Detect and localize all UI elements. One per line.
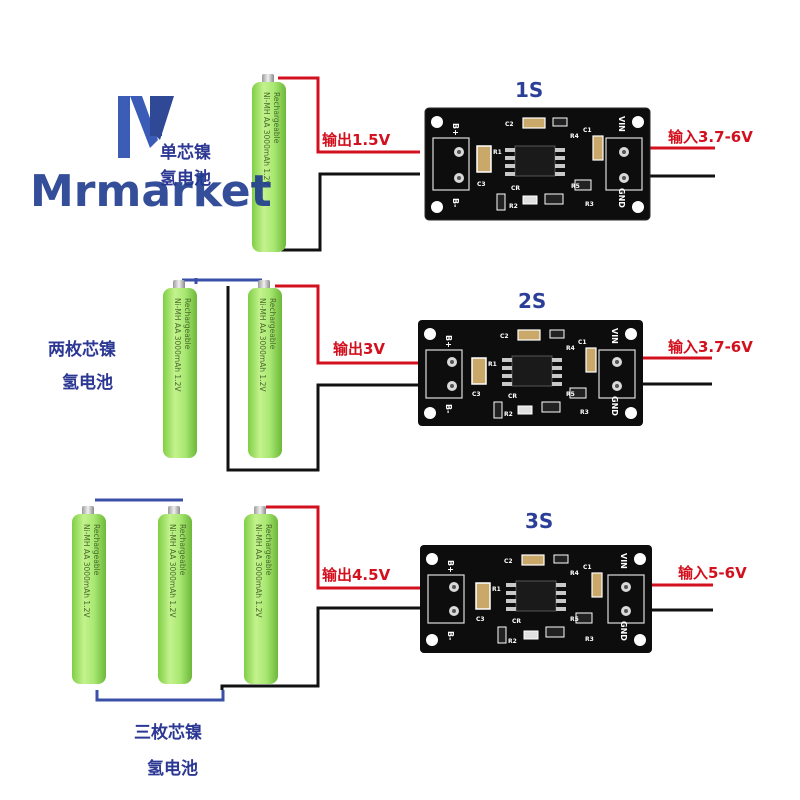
battery-label-line1: Ni-MH AA 3000mAh 1.2V bbox=[254, 524, 263, 618]
pcb-label-gnd: GND bbox=[619, 621, 628, 641]
section-2s: Ni-MH AA 3000mAh 1.2V Rechargeable Ni-MH… bbox=[48, 278, 753, 472]
pcb-board: B+ B- VIN GND C2 R4 C1 R1 C3 CR R3 R5 R2 bbox=[418, 320, 643, 426]
battery: Ni-MH AA 3000mAh 1.2V Rechargeable bbox=[244, 506, 278, 684]
battery-label-line1: Ni-MH AA 3000mAh 1.2V bbox=[173, 298, 182, 392]
logo-mark bbox=[118, 96, 174, 158]
pcb-label-b-plus: B+ bbox=[446, 560, 455, 573]
battery-caption-line1: 三枚芯镍 bbox=[134, 722, 202, 743]
battery-label-line1: Ni-MH AA 3000mAh 1.2V bbox=[82, 524, 91, 618]
battery: Ni-MH AA 3000mAh 1.2V Rechargeable bbox=[252, 74, 286, 252]
pcb-ref: C2 bbox=[505, 121, 514, 128]
pcb-ref: R4 bbox=[566, 345, 575, 352]
section-title: 1S bbox=[515, 78, 543, 102]
watermark-text: Mrmarket bbox=[30, 166, 272, 217]
pcb-ref: R5 bbox=[571, 183, 580, 190]
battery-label-line2: Rechargeable bbox=[268, 298, 277, 350]
battery-label-line2: Rechargeable bbox=[178, 524, 187, 576]
pcb-ref: C2 bbox=[500, 333, 509, 340]
pcb-board: B+ B- VIN GND C2 R4 C1 R1 C3 CR R3 R5 R2 bbox=[424, 107, 651, 221]
pcb-ref: R5 bbox=[566, 391, 575, 398]
pcb-ref: R2 bbox=[509, 203, 518, 210]
battery: Ni-MH AA 3000mAh 1.2V Rechargeable bbox=[72, 506, 106, 684]
blue-link-wire-bottom bbox=[95, 690, 225, 702]
battery: Ni-MH AA 3000mAh 1.2V Rechargeable bbox=[248, 280, 282, 458]
pcb-ref: CR bbox=[512, 618, 521, 625]
section-title: 3S bbox=[525, 509, 553, 533]
output-label: 输出3V bbox=[333, 340, 385, 358]
watermark-logo: Mrmarket bbox=[30, 96, 272, 217]
section-1s: Ni-MH AA 3000mAh 1.2V Rechargeable 1S 输出… bbox=[160, 74, 753, 252]
battery-label-line2: Rechargeable bbox=[183, 298, 192, 350]
battery-label-line1: Ni-MH AA 3000mAh 1.2V bbox=[168, 524, 177, 618]
pcb-ref: C1 bbox=[583, 127, 592, 134]
output-label: 输出4.5V bbox=[322, 566, 391, 584]
output-label: 输出1.5V bbox=[322, 131, 391, 149]
battery-caption-line1: 单芯镍 bbox=[160, 142, 211, 163]
black-wire bbox=[220, 606, 420, 690]
pcb-ref: R5 bbox=[570, 616, 579, 623]
pcb-label-vin: VIN bbox=[619, 553, 628, 569]
pcb-ref: C3 bbox=[472, 391, 481, 398]
black-wire bbox=[276, 172, 420, 252]
battery-label-line1: Ni-MH AA 3000mAh 1.2V bbox=[262, 92, 271, 186]
pcb-ref: R3 bbox=[580, 409, 589, 416]
input-label: 输入3.7-6V bbox=[668, 338, 753, 356]
pcb-ref: R3 bbox=[585, 636, 594, 643]
battery-label-line2: Rechargeable bbox=[92, 524, 101, 576]
pcb-ref: C3 bbox=[476, 616, 485, 623]
pcb-label-vin: VIN bbox=[617, 116, 626, 132]
pcb-ref: C3 bbox=[477, 181, 486, 188]
pcb-ref: C1 bbox=[578, 339, 587, 346]
pcb-ref: R4 bbox=[570, 570, 579, 577]
battery-caption-line2: 氢电池 bbox=[160, 168, 211, 189]
pcb-ref: C2 bbox=[504, 558, 513, 565]
pcb-label-b-minus: B- bbox=[444, 404, 453, 413]
battery-caption-line2: 氢电池 bbox=[62, 372, 113, 393]
pcb-label-b-plus: B+ bbox=[444, 335, 453, 348]
black-wire bbox=[226, 286, 420, 472]
pcb-board: B+ B- VIN GND C2 R4 C1 R1 C3 CR R3 R5 R2 bbox=[420, 545, 652, 653]
section-title: 2S bbox=[518, 289, 546, 313]
pcb-label-gnd: GND bbox=[610, 396, 619, 416]
section-3s: Ni-MH AA 3000mAh 1.2V Rechargeable Ni-MH… bbox=[72, 498, 747, 779]
pcb-ref: R2 bbox=[504, 411, 513, 418]
pcb-ref: R4 bbox=[570, 133, 579, 140]
battery-caption-line1: 两枚芯镍 bbox=[48, 339, 116, 360]
pcb-ref: R1 bbox=[492, 586, 501, 593]
pcb-ref: R1 bbox=[488, 361, 497, 368]
pcb-ref: R2 bbox=[508, 638, 517, 645]
pcb-label-b-plus: B+ bbox=[451, 123, 460, 136]
pcb-ref: R1 bbox=[493, 149, 502, 156]
red-wire bbox=[275, 284, 420, 365]
battery-caption-line2: 氢电池 bbox=[147, 758, 198, 779]
pcb-ref: CR bbox=[511, 185, 520, 192]
pcb-ref: R3 bbox=[585, 201, 594, 208]
input-label: 输入5-6V bbox=[678, 564, 747, 582]
pcb-label-gnd: GND bbox=[617, 188, 626, 208]
red-wire bbox=[278, 76, 420, 154]
pcb-label-vin: VIN bbox=[610, 328, 619, 344]
pcb-ref: C1 bbox=[583, 564, 592, 571]
pcb-label-b-minus: B- bbox=[451, 198, 460, 207]
input-label: 输入3.7-6V bbox=[668, 128, 753, 146]
pcb-ref: CR bbox=[508, 393, 517, 400]
battery: Ni-MH AA 3000mAh 1.2V Rechargeable bbox=[163, 280, 197, 458]
battery-label-line2: Rechargeable bbox=[272, 92, 281, 144]
red-wire bbox=[266, 505, 420, 590]
battery-label-line1: Ni-MH AA 3000mAh 1.2V bbox=[258, 298, 267, 392]
battery: Ni-MH AA 3000mAh 1.2V Rechargeable bbox=[158, 506, 192, 684]
pcb-label-b-minus: B- bbox=[446, 631, 455, 640]
battery-label-line2: Rechargeable bbox=[264, 524, 273, 576]
